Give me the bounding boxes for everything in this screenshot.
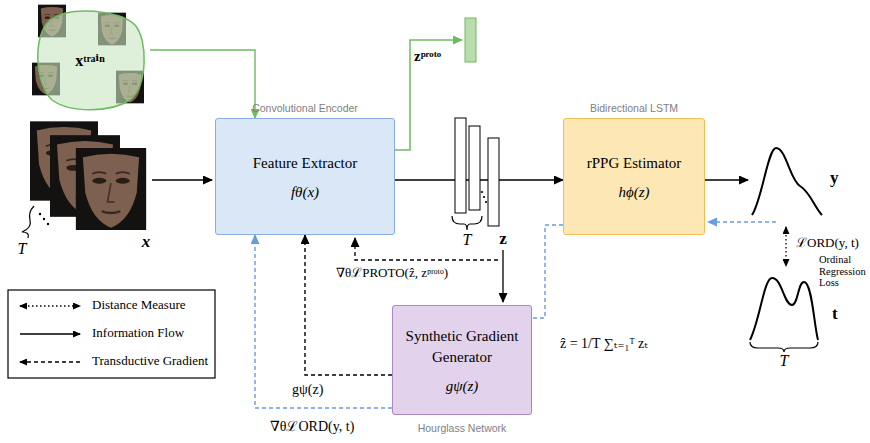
legend-sample xyxy=(20,333,80,334)
legend-sample xyxy=(20,361,80,362)
brace xyxy=(452,216,482,230)
loss-label: ℒORD(y, t) xyxy=(796,236,859,251)
feature-vector xyxy=(469,126,480,210)
gradient-arrow xyxy=(708,221,776,222)
prototype-arrow xyxy=(395,40,462,150)
blob-outline xyxy=(38,11,144,110)
distance-arrow xyxy=(785,227,786,266)
section-heading: Bidirectional LSTM xyxy=(534,102,734,114)
ellipsis-dot xyxy=(485,201,487,203)
edge-label: gψ(z) xyxy=(290,382,325,398)
legend-sample xyxy=(20,305,80,306)
ellipsis-dot xyxy=(481,191,483,193)
gradient-arrow xyxy=(355,238,498,260)
gradient-line xyxy=(532,225,563,318)
ellipsis-dot xyxy=(483,196,485,198)
section-heading: Convolutional Encoder xyxy=(186,102,424,114)
feature-vector xyxy=(455,118,466,213)
ellipsis-dot xyxy=(43,218,45,220)
generator-box: Synthetic Gradient Generatorgψ(z)Hourgla… xyxy=(392,305,532,415)
node-title: rPPG Estimator xyxy=(587,153,682,174)
node-body: Feature Extractor fθ(x) xyxy=(216,119,394,234)
waveform xyxy=(750,278,818,340)
node-body: xᵗʳᵃⁱⁿ xyxy=(30,5,150,115)
node-title: Synthetic Gradient Generator xyxy=(400,326,524,368)
section-heading: Hourglass Network xyxy=(363,422,561,434)
edge-label: ∇θℒORD(y, t) xyxy=(268,416,356,435)
input-set: xᵗʳᵃⁱⁿ xyxy=(30,5,150,115)
waveform xyxy=(752,148,822,215)
node-body: rPPG Estimator hϕ(z) xyxy=(564,119,704,234)
gradient-label: ∇θℒPROTO(ẑ, zᵖʳᵒᵗᵒ) xyxy=(336,266,448,281)
ellipsis-dot xyxy=(47,223,49,225)
loss-note: Ordinal Regression Loss xyxy=(819,254,866,289)
brace xyxy=(750,342,818,352)
legend-text: Transductive Gradient xyxy=(92,354,208,369)
length-label: T xyxy=(780,352,789,370)
formula-label: ẑ = 1/T ∑ₜ₌₁ᵀ zₜ xyxy=(560,336,648,352)
function-label: gψ(z) xyxy=(446,378,479,395)
gradient-arrow xyxy=(305,235,392,375)
function-label: hϕ(z) xyxy=(618,184,649,201)
gradient-arrow xyxy=(255,235,392,408)
variable-label: zᵖʳᵒᵗᵒ xyxy=(414,48,441,65)
length-label: T xyxy=(463,231,472,249)
flow-arrow xyxy=(152,179,212,180)
flow-arrow xyxy=(502,250,503,302)
node-title: Feature Extractor xyxy=(253,153,358,174)
variable-label: y xyxy=(830,168,839,188)
flow-arrow xyxy=(705,179,748,180)
node-body: Synthetic Gradient Generator gψ(z) xyxy=(393,306,531,414)
legend-text: Distance Measure xyxy=(92,298,186,313)
estimator-box: rPPG Estimatorhϕ(z)Bidirectional LSTM xyxy=(563,118,705,235)
length-label: T xyxy=(18,240,27,258)
encoder-box: Feature Extractorfθ(x)Convolutional Enco… xyxy=(215,118,395,235)
variable-label: z xyxy=(499,229,507,249)
variable-label: x xyxy=(142,232,151,252)
face-frame xyxy=(76,148,146,230)
function-label: fθ(x) xyxy=(291,184,319,201)
variable-label: t xyxy=(832,304,838,324)
ellipsis-dot xyxy=(39,213,41,215)
feature-vector xyxy=(488,138,499,226)
legend-box xyxy=(8,290,215,378)
legend-text: Information Flow xyxy=(92,326,184,341)
prototype-vector xyxy=(465,18,476,62)
node-title: xᵗʳᵃⁱⁿ xyxy=(75,51,105,70)
data-arrow xyxy=(150,50,255,118)
brace xyxy=(22,206,34,238)
